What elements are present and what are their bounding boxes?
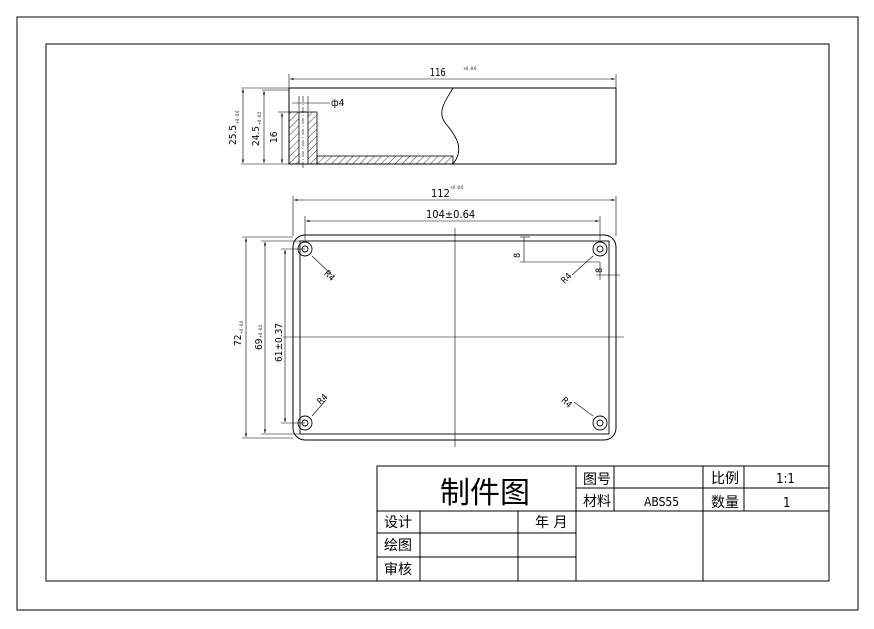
section-view: 116 +0 -0.6 ф4 25.5 +0 -0.6 24.5 +0 -0.5… <box>228 66 617 170</box>
radius-label-tl: R4 <box>322 269 337 284</box>
radius-label-tr: R4 <box>560 271 575 286</box>
inner-width-label: 69 <box>254 338 265 350</box>
date-label: 年 月 <box>535 515 567 531</box>
wall-height-label: 16 <box>269 131 280 143</box>
review-label: 审核 <box>384 562 412 578</box>
overall-length-label: 116 <box>430 67 446 79</box>
scale-label: 比例 <box>711 471 739 487</box>
hole-spacing-x-label: 104±0.64 <box>426 208 475 221</box>
radius-label-bl: R4 <box>316 392 331 407</box>
hole-offset-x-label: 8 <box>595 268 605 273</box>
title-text: 制件图 <box>440 476 530 511</box>
height-label: 25.5 <box>228 125 239 145</box>
outer-length-label: 112 <box>431 187 450 200</box>
design-label: 设计 <box>384 515 412 531</box>
height-tol: +0 -0.6 <box>235 110 240 124</box>
material-label: 材料 <box>583 494 611 510</box>
overall-length-tol: +0 -0.6 <box>463 66 477 71</box>
hole-spacing-y-label: 61±0.37 <box>274 323 285 362</box>
plan-view: 112 +0 -0.6 104±0.64 72 +0 -0.6 69 +0 -0… <box>233 185 624 447</box>
outer-width-label: 72 <box>233 335 244 346</box>
outer-width-tol: +0 -0.6 <box>239 320 244 334</box>
inner-height-label: 24.5 <box>251 126 262 146</box>
hole-offset-y-label: 8 <box>513 253 523 258</box>
quantity-value: 1 <box>783 496 790 511</box>
inner-width-tol: +0 -0.5 <box>258 325 263 338</box>
title-block <box>376 465 830 582</box>
quantity-label: 数量 <box>711 495 739 511</box>
drawing-label: 绘图 <box>384 538 412 554</box>
hole-dia-label: ф4 <box>331 98 345 109</box>
scale-value: 1:1 <box>776 472 795 487</box>
outer-length-tol: +0 -0.6 <box>450 185 464 190</box>
radius-label-br: R4 <box>559 396 574 411</box>
material-value: ABS55 <box>644 495 679 509</box>
outer-frame <box>16 16 859 611</box>
inner-height-tol: +0 -0.5 <box>257 112 262 125</box>
drawing-no-label: 图号 <box>583 472 611 488</box>
